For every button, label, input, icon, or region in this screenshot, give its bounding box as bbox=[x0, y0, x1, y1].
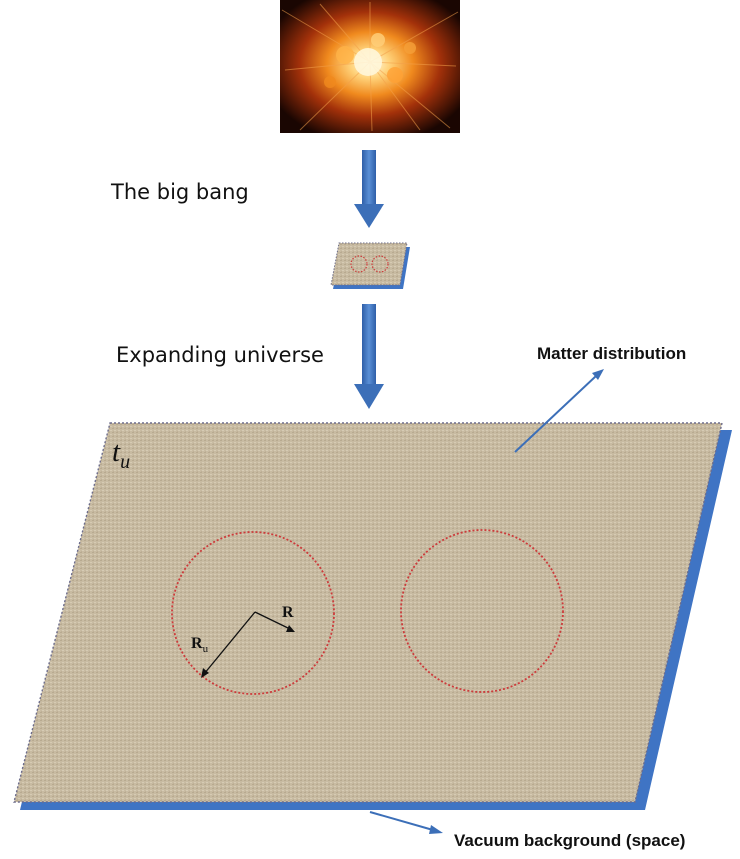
big-bang-image bbox=[280, 0, 460, 133]
radius-vectors bbox=[201, 611, 295, 678]
radius-R-label: R bbox=[282, 604, 294, 621]
observable-region-circle-left bbox=[171, 531, 335, 695]
radius-Ru-R: R bbox=[191, 635, 203, 652]
flow-arrow-2 bbox=[354, 304, 384, 409]
matter-distribution-plane bbox=[13, 422, 723, 803]
matter-distribution-label: Matter distribution bbox=[537, 344, 686, 363]
time-symbol-sub: u bbox=[120, 451, 130, 473]
time-symbol-t: t bbox=[112, 436, 121, 468]
time-symbol: tu bbox=[112, 436, 130, 473]
vacuum-pointer-arrow bbox=[369, 811, 443, 834]
vacuum-background-label: Vacuum background (space) bbox=[454, 831, 685, 850]
flow-arrow-1 bbox=[354, 150, 384, 228]
matter-pointer-arrow bbox=[514, 369, 604, 453]
observable-region-circle-right bbox=[400, 529, 564, 693]
big-bang-label: The big bang bbox=[110, 180, 249, 204]
radius-Ru-sub: u bbox=[203, 643, 209, 655]
radius-Ru-label: Ru bbox=[191, 635, 209, 655]
small-universe-plane bbox=[330, 242, 410, 289]
expanding-universe-label: Expanding universe bbox=[116, 343, 324, 367]
